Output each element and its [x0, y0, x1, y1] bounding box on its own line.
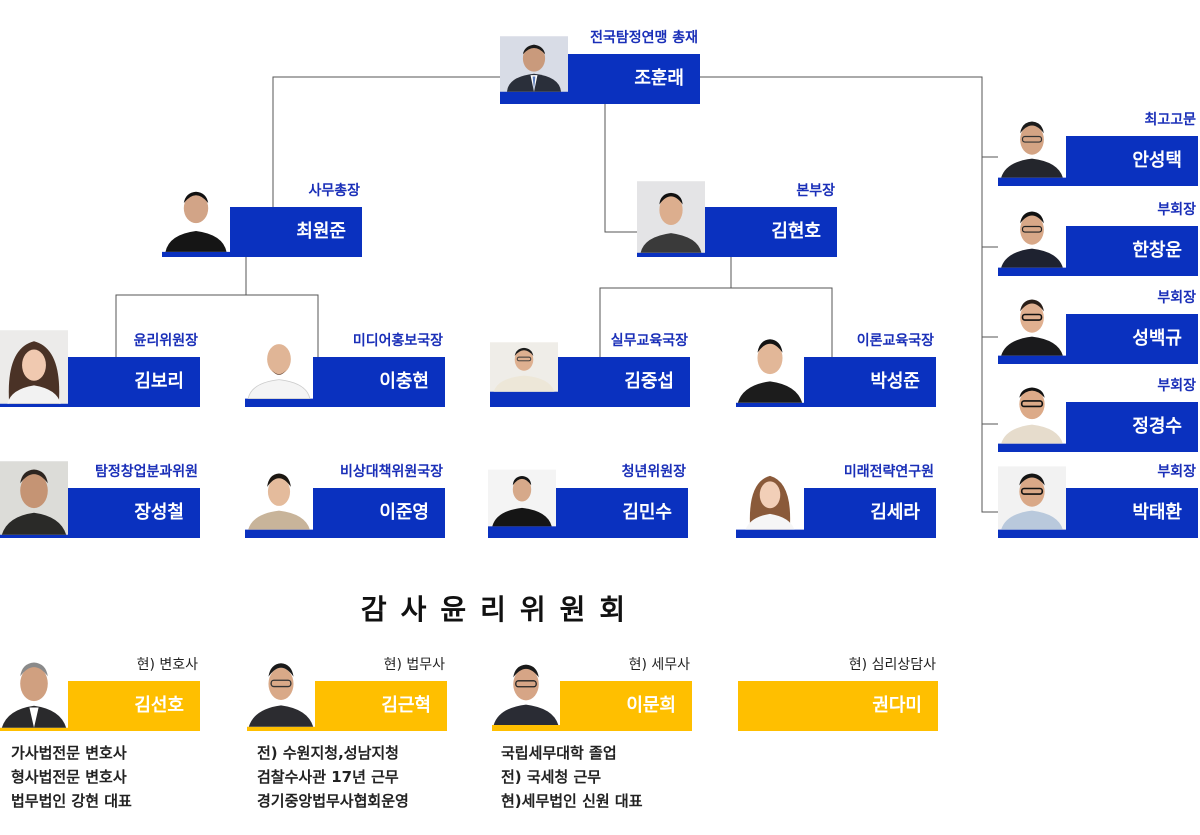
card-ethics-chair: 윤리위원장 김보리	[0, 327, 200, 407]
portrait-photo	[247, 651, 323, 731]
career-line: 법무법인 강현 대표	[11, 792, 132, 810]
card-vice-president-2: 부회장 성백규	[998, 284, 1198, 364]
portrait-photo	[736, 458, 822, 538]
portrait-photo	[998, 372, 1084, 452]
card-secretary-general: 사무총장 최원준	[162, 177, 362, 257]
career-line: 가사법전문 변호사	[11, 744, 127, 762]
person-name: 김보리	[134, 371, 184, 392]
position-title: 부회장	[1157, 290, 1196, 306]
person-name: 박태환	[1132, 502, 1182, 523]
position-title: 미디어홍보국장	[352, 333, 443, 349]
card-audit-counselor: 현) 심리상담사 권다미	[738, 651, 938, 731]
position-title: 현) 심리상담사	[848, 657, 936, 673]
card-audit-lawyer: 현) 변호사 김선호	[0, 651, 200, 731]
position-title: 사무총장	[308, 183, 360, 199]
career-line: 검찰수사관 17년 근무	[257, 768, 399, 786]
person-name: 김민수	[622, 502, 672, 523]
person-name: 정경수	[1132, 416, 1182, 437]
card-top-advisor: 최고고문 안성택	[998, 106, 1198, 186]
position-title: 현) 법무사	[383, 657, 445, 673]
career-line: 현)세무법인 신원 대표	[501, 792, 643, 810]
person-name: 조훈래	[634, 68, 684, 89]
career-line: 전) 수원지청,성남지청	[257, 744, 399, 762]
name-bar	[738, 681, 938, 731]
portrait-photo	[0, 458, 74, 538]
lawyer-career-list: 가사법전문 변호사 형사법전문 변호사 법무법인 강현 대표	[11, 741, 132, 813]
card-audit-tax-accountant: 현) 세무사 이문희	[492, 651, 692, 731]
person-name: 최원준	[296, 221, 346, 242]
portrait-photo	[0, 327, 74, 407]
person-name: 김선호	[134, 695, 184, 716]
person-name: 김중섭	[624, 371, 674, 392]
position-title: 본부장	[796, 183, 835, 199]
position-title: 현) 변호사	[136, 657, 198, 673]
portrait-photo	[500, 24, 598, 104]
portrait-photo	[488, 458, 584, 538]
card-vice-president-4: 부회장 박태환	[998, 458, 1198, 538]
career-line: 전) 국세청 근무	[501, 768, 602, 786]
career-line: 국립세무대학 졸업	[501, 744, 617, 762]
career-line: 경기중앙법무사협회운영	[257, 792, 409, 810]
position-title: 청년위원장	[621, 464, 686, 480]
portrait-photo	[998, 196, 1084, 276]
card-audit-legal-scrivener: 현) 법무사 김근혁	[247, 651, 447, 731]
portrait-photo	[0, 651, 74, 731]
position-title: 미래전략연구원	[843, 464, 934, 480]
tax-accountant-career-list: 국립세무대학 졸업 전) 국세청 근무 현)세무법인 신원 대표	[501, 741, 643, 813]
person-name: 김현호	[771, 221, 821, 242]
portrait-photo	[998, 284, 1084, 364]
position-title: 비상대책위원국장	[339, 464, 443, 480]
card-vice-president-1: 부회장 한창운	[998, 196, 1198, 276]
position-title: 전국탐정연맹 총재	[590, 30, 698, 46]
portrait-photo	[245, 458, 331, 538]
card-emergency-director: 비상대책위원국장 이준영	[245, 458, 445, 538]
person-name: 권다미	[872, 695, 922, 716]
card-president: 전국탐정연맹 총재 조훈래	[500, 24, 700, 104]
card-practical-edu: 실무교육국장 김중섭	[490, 327, 690, 407]
portrait-photo	[736, 327, 812, 407]
portrait-photo	[998, 458, 1084, 538]
card-youth-chair: 청년위원장 김민수	[488, 458, 688, 538]
position-title: 부회장	[1157, 378, 1196, 394]
position-title: 실무교육국장	[610, 333, 688, 349]
person-name: 이문희	[626, 695, 676, 716]
position-title: 부회장	[1157, 464, 1196, 480]
person-name: 김근혁	[381, 695, 431, 716]
position-title: 이론교육국장	[856, 333, 934, 349]
person-name: 안성택	[1132, 150, 1182, 171]
portrait-photo	[492, 651, 572, 731]
position-title: 부회장	[1157, 202, 1196, 218]
position-title: 최고고문	[1144, 112, 1196, 128]
portrait-photo	[245, 327, 331, 407]
card-media-director: 미디어홍보국장 이충현	[245, 327, 445, 407]
person-name: 이충현	[379, 371, 429, 392]
person-name: 성백규	[1132, 328, 1182, 349]
card-future-strategy: 미래전략연구원 김세라	[736, 458, 936, 538]
card-startup-committee: 탐정창업분과위원 장성철	[0, 458, 200, 538]
person-name: 이준영	[379, 502, 429, 523]
section-title-audit-committee: 감사윤리위원회	[360, 593, 640, 626]
person-name: 장성철	[134, 502, 184, 523]
position-title: 윤리위원장	[133, 333, 198, 349]
person-name: 박성준	[870, 371, 920, 392]
portrait-photo	[490, 327, 600, 407]
portrait-photo	[637, 177, 713, 257]
legal-scrivener-career-list: 전) 수원지청,성남지청 검찰수사관 17년 근무 경기중앙법무사협회운영	[257, 741, 409, 813]
portrait-photo	[998, 106, 1084, 186]
position-title: 현) 세무사	[628, 657, 690, 673]
card-head-office: 본부장 김현호	[637, 177, 837, 257]
career-line: 형사법전문 변호사	[11, 768, 127, 786]
card-theory-edu: 이론교육국장 박성준	[736, 327, 936, 407]
portrait-photo	[162, 177, 240, 257]
position-title: 탐정창업분과위원	[94, 464, 198, 480]
person-name: 한창운	[1132, 240, 1182, 261]
person-name: 김세라	[870, 502, 920, 523]
card-vice-president-3: 부회장 정경수	[998, 372, 1198, 452]
